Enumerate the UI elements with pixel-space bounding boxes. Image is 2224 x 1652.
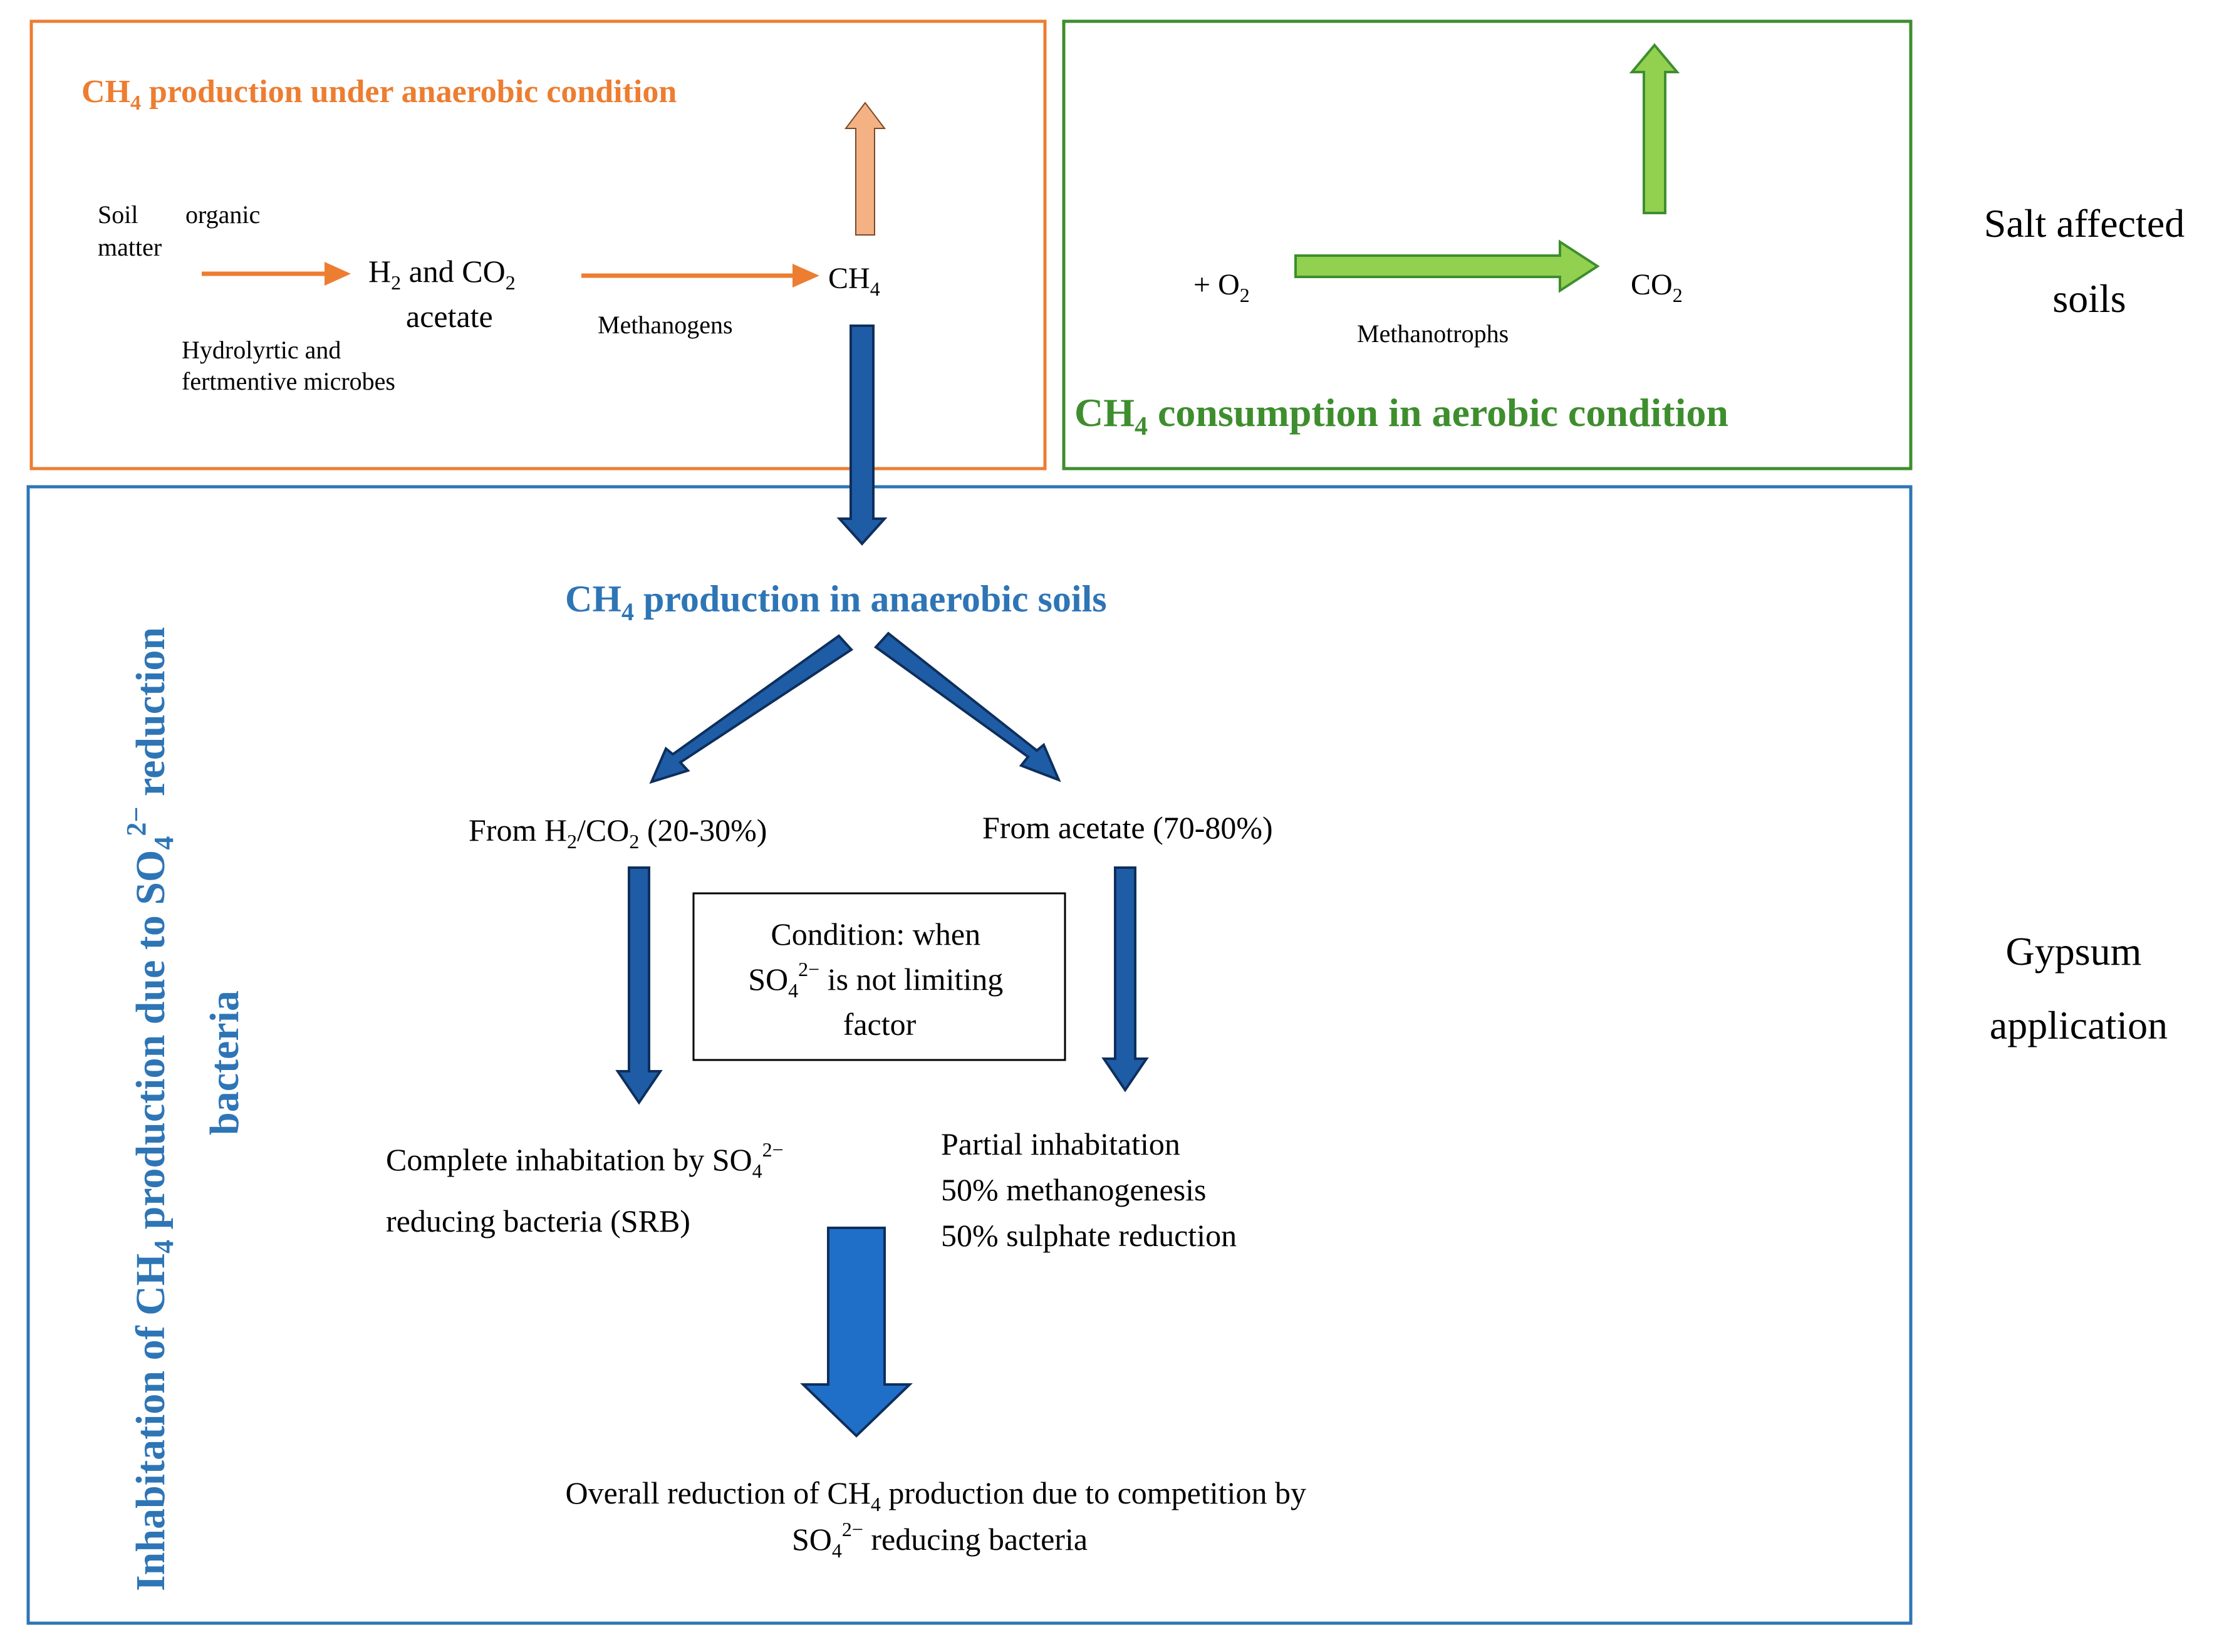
inhabitation-vertical-title: Inhabitation of CH4 production due to SO…	[121, 627, 179, 1591]
branch-left-diagonal-arrow	[649, 634, 854, 784]
ch4-product-label: CH4	[828, 262, 880, 300]
overall-reduction-big-arrow	[800, 1227, 913, 1438]
ch4-into-soil-arrow	[836, 325, 888, 546]
soil-organic-matter-label: Soil organic matter	[98, 200, 266, 261]
methanotrophs-label: Methanotrophs	[1357, 319, 1509, 348]
condition-box	[692, 892, 1066, 1061]
methanogens-label: Methanogens	[598, 311, 733, 339]
hydrolytic-microbes-label: Hydrolyrtic and fertmentive microbes	[182, 336, 395, 395]
oxygen-reactant-label: + O2	[1193, 268, 1250, 306]
anaerobic-panel-title: CH4 production under anaerobic condition	[81, 74, 677, 115]
partial-inhabitation-text: Partial inhabitation 50% methanogenesis …	[941, 1126, 1237, 1253]
co2-product-label: CO2	[1631, 268, 1683, 306]
aerobic-panel	[1062, 19, 1913, 470]
gypsum-panel	[26, 485, 1913, 1625]
gypsum-application-label: Gypsum application	[1990, 929, 2168, 1047]
ch4-emission-up-arrow	[844, 101, 886, 236]
intermediate-to-ch4-arrow	[581, 264, 819, 288]
intermediate-h2-co2-label: H2 and CO2	[368, 254, 516, 294]
left-branch-down-arrow	[615, 866, 663, 1105]
branch-right-diagonal-arrow	[874, 631, 1061, 782]
complete-inhabitation-text: Complete inhabitation by SO42− reducing …	[386, 1128, 791, 1239]
aerobic-panel-title: CH4 consumption in aerobic condition	[1074, 390, 1728, 441]
salt-affected-soils-label: Salt affected soils	[1984, 201, 2195, 321]
intermediate-acetate-label: acetate	[406, 299, 493, 334]
right-branch-down-arrow	[1101, 866, 1149, 1093]
co2-emission-up-arrow	[1629, 43, 1680, 214]
from-acetate-branch-label: From acetate (70-80%)	[982, 810, 1273, 845]
from-h2-co2-branch-label: From H2/CO2 (20-30%)	[469, 813, 767, 853]
condition-text: Condition: when SO42− is not limiting fa…	[748, 917, 1011, 1042]
gypsum-panel-title: CH4 production in anaerobic soils	[565, 578, 1107, 626]
overall-reduction-text: Overall reduction of CH4 production due …	[566, 1475, 1314, 1562]
soil-to-intermediate-arrow	[202, 262, 351, 286]
anaerobic-panel	[29, 19, 1047, 470]
inhabitation-vertical-title-line2: bacteria	[202, 990, 247, 1135]
methane-oxidation-arrow	[1294, 239, 1600, 293]
